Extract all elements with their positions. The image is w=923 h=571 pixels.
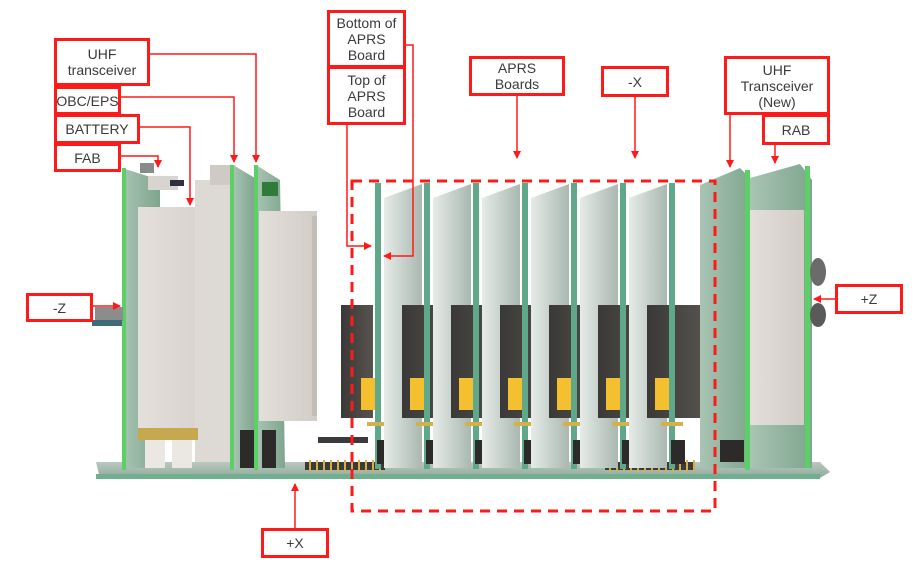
header-pin (351, 460, 353, 472)
arrow-bottom-of-aprs (383, 44, 414, 260)
aprs-board-edge (571, 183, 577, 469)
label-uhf-transceiver-new: UHF Transceiver (New) (724, 56, 830, 115)
header-pin (309, 460, 311, 472)
header-pin (337, 460, 339, 472)
header-pin (330, 460, 332, 472)
aprs-board-socket (671, 440, 685, 464)
aprs-board-edge (424, 183, 430, 469)
uhf-transceiver-new-board (700, 168, 752, 470)
aprs-board-edge (620, 183, 626, 469)
arrow-obc-eps (120, 96, 238, 163)
header-pin (358, 460, 360, 472)
aprs-board-pins (514, 422, 536, 426)
annotation-arrows (92, 44, 835, 528)
header-pin (693, 460, 695, 472)
obc-eps-board (230, 165, 255, 470)
aprs-board (341, 183, 391, 469)
aprs-board-edge (522, 183, 528, 469)
header-pin (686, 460, 688, 472)
aprs-board (433, 183, 511, 469)
label-uhf-transceiver: UHF transceiver (54, 38, 150, 86)
arrow-uhf-transceiver (150, 53, 260, 163)
aprs-board-pins (465, 422, 487, 426)
aprs-board-pins (612, 422, 634, 426)
label-minus-x: -X (601, 66, 669, 97)
aprs-board-stack (341, 183, 707, 469)
header-pin (323, 460, 325, 472)
label-fab: FAB (54, 143, 121, 172)
aprs-board-edge (375, 183, 381, 469)
uhf-transceiver-board (254, 165, 317, 470)
header-pin (365, 460, 367, 472)
arrow-battery (138, 126, 194, 206)
aprs-board-pins (661, 422, 683, 426)
header-pin (679, 460, 681, 472)
label-minus-z: -Z (26, 293, 93, 322)
label-plus-z: +Z (835, 284, 903, 314)
label-bottom-of-aprs-board: Bottom of APRS Board (327, 10, 406, 68)
label-obc-eps: OBC/EPS (54, 86, 121, 115)
label-aprs-boards: APRS Boards (469, 56, 565, 96)
arrow-fab (120, 155, 162, 168)
aprs-board (629, 183, 707, 469)
header-pin (316, 460, 318, 472)
aprs-highlight-region (350, 179, 717, 513)
label-rab: RAB (762, 114, 830, 145)
aprs-board-pins (563, 422, 585, 426)
aprs-board-pins (367, 422, 389, 426)
minus-z-connector (92, 307, 123, 326)
rab-board (750, 164, 826, 468)
header-pin (344, 460, 346, 472)
aprs-board-pins (416, 422, 438, 426)
label-top-of-aprs-board: Top of APRS Board (327, 66, 406, 125)
aprs-board-edge (473, 183, 479, 469)
arrow-top-of-aprs (346, 124, 372, 250)
aprs-board-edge (669, 183, 675, 469)
label-plus-x: +X (261, 528, 329, 558)
label-battery: BATTERY (54, 114, 140, 144)
battery-module (138, 165, 236, 468)
header-pin (372, 460, 374, 472)
